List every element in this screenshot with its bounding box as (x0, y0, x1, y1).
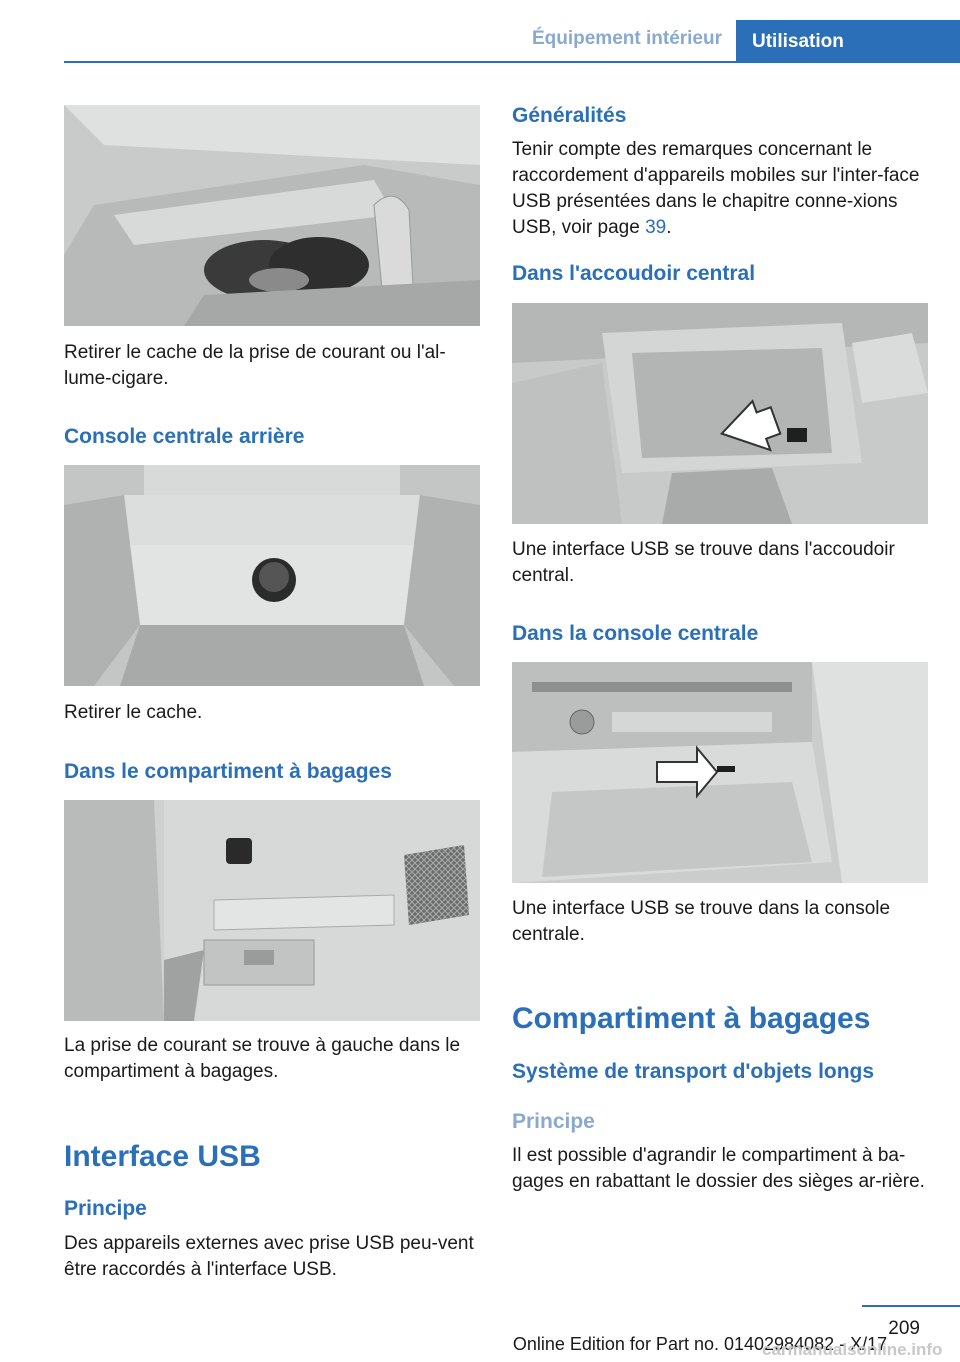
heading-armrest: Dans l'accoudoir central (512, 262, 756, 285)
section-title-luggage: Compartiment à bagages (512, 1002, 871, 1035)
caption-cigarette-lighter: Retirer le cache de la prise de courant … (64, 342, 446, 389)
photo-center-console-usb (512, 662, 928, 883)
header-rule (64, 61, 736, 63)
text-general-main: Tenir compte des remarques concernant le… (512, 139, 920, 238)
caption-center-console-usb: Une interface USB se trouve dans la cons… (512, 898, 891, 945)
photo-armrest-usb (512, 303, 928, 524)
heading-general: Généralités (512, 104, 627, 127)
text-principle-luggage: Il est possible d'agrandir le compartime… (512, 1145, 925, 1192)
heading-rear-console: Console centrale arrière (64, 425, 305, 448)
footer-rule (862, 1305, 960, 1307)
heading-principle-usb: Principe (64, 1197, 147, 1220)
header-tab-utilisation: Utilisation (736, 20, 960, 63)
heading-principle-luggage: Principe (512, 1110, 595, 1133)
heading-center-console: Dans la console centrale (512, 622, 759, 645)
text-principle-usb: Des appareils externes avec prise USB pe… (64, 1233, 474, 1280)
caption-luggage-socket: La prise de courant se trouve à gauche d… (64, 1035, 461, 1082)
heading-long-objects: Système de transport d'objets longs (512, 1060, 875, 1083)
photo-luggage-socket (64, 800, 480, 1021)
header-section-title: Équipement intérieur (531, 28, 722, 49)
photo-rear-console (64, 465, 480, 686)
watermark: carmanualsonline.info (762, 1340, 943, 1359)
section-title-usb: Interface USB (64, 1140, 261, 1173)
caption-armrest-usb: Une interface USB se trouve dans l'accou… (512, 539, 895, 586)
edition-note: Online Edition for Part no. 01402984082 … (512, 1334, 888, 1354)
heading-luggage-compartment: Dans le compartiment à bagages (64, 760, 392, 783)
text-general-end: . (666, 217, 672, 238)
page-link-39[interactable]: 39 (645, 217, 667, 238)
page-number: 209 (888, 1318, 920, 1339)
caption-rear-console: Retirer le cache. (64, 702, 203, 723)
text-general: Tenir compte des remarques concernant le… (512, 137, 928, 241)
photo-cigarette-lighter (64, 105, 480, 326)
